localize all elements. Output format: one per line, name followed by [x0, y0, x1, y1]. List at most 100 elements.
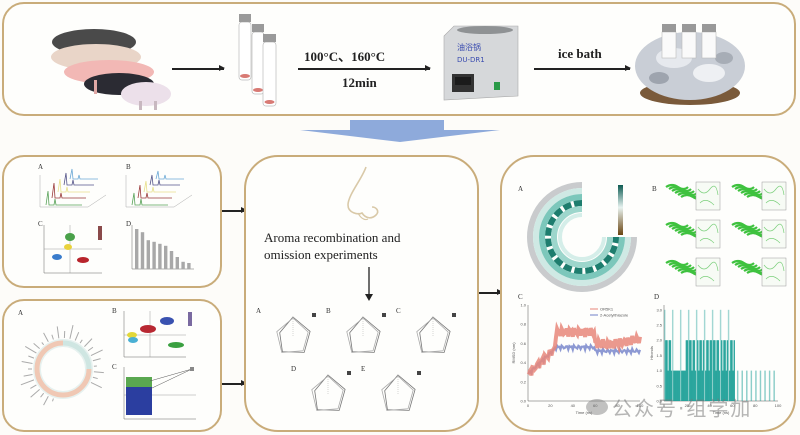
hbond-bar — [702, 340, 705, 401]
radar-series — [346, 317, 379, 353]
radar-series — [349, 316, 381, 353]
hbond-bar — [703, 309, 706, 401]
protein-structure — [731, 219, 787, 249]
hbond-bar — [724, 340, 726, 401]
arrow-2-heating — [298, 65, 431, 71]
hbond-bar — [664, 309, 666, 401]
hbond-bar — [666, 340, 668, 401]
y-tick-label: 0.8 — [520, 322, 526, 327]
spoke — [69, 325, 74, 339]
spoke — [43, 396, 49, 406]
y-tick-label: 2.0 — [656, 338, 662, 343]
hbond-bar — [678, 370, 681, 401]
hbond-bar — [677, 370, 680, 401]
figure-label-c: C — [38, 220, 43, 228]
y-tick-label: 1.0 — [656, 368, 662, 373]
pca-scatter-c — [43, 225, 102, 274]
hbond-bar — [721, 340, 723, 401]
figure-label-b: B — [652, 185, 657, 193]
wechat-icon — [586, 399, 608, 415]
hbond-bar — [719, 309, 722, 401]
hbond-bar — [691, 370, 693, 401]
hbond-bar — [681, 370, 683, 401]
key-odorants-panel: A B C — [2, 299, 222, 432]
spoke — [20, 379, 35, 386]
spoke — [41, 342, 45, 346]
bar — [164, 245, 168, 269]
spoke — [43, 332, 49, 342]
docking-structures-b — [662, 179, 792, 291]
hbond-bar — [741, 370, 743, 401]
radar-label: E — [361, 365, 366, 373]
hbond-bar — [726, 340, 729, 401]
legend-entry: OR5K1 — [600, 307, 614, 312]
down-arrow-icon — [300, 120, 500, 142]
hbond-bar — [693, 340, 696, 401]
watermark-text: 公众号·组学加 — [612, 396, 753, 421]
hbond-bar — [773, 370, 775, 401]
arrow-1 — [172, 65, 225, 71]
spoke — [74, 332, 80, 341]
bar — [135, 229, 139, 269]
hbond-bar — [683, 370, 685, 401]
series-or5k1 — [526, 321, 642, 376]
hbond-bar — [700, 340, 702, 401]
x-tick-label: 0 — [663, 403, 666, 408]
spoke — [24, 346, 37, 354]
y-tick-label: 0.2 — [520, 379, 526, 384]
y-tick-label: 0.4 — [520, 360, 526, 365]
spoke — [51, 334, 54, 340]
hbond-bar — [685, 340, 688, 401]
hbond-bar — [676, 370, 678, 401]
hbond-bar — [684, 370, 686, 401]
radar-label: A — [256, 307, 262, 315]
x-tick-label: 80 — [753, 403, 758, 408]
y-axis-label: Hbonds — [649, 346, 654, 360]
spoke — [30, 389, 40, 398]
hbond-bar — [736, 370, 739, 401]
x-tick-label: 80 — [615, 403, 620, 408]
x-tick-label: 0 — [527, 403, 530, 408]
hbond-bar — [711, 309, 714, 401]
hbond-bar — [764, 370, 766, 401]
spoke — [40, 392, 45, 398]
x-tick-label: 100 — [637, 403, 644, 408]
radar-series — [276, 317, 309, 353]
arrow-left-top-to-center — [222, 207, 247, 213]
hbond-bar — [706, 340, 708, 401]
legend-entry: 2-Acetylthiazole — [600, 313, 629, 318]
temperature-label: 100°C、160°C — [304, 49, 386, 64]
hbond-bar — [667, 370, 669, 401]
y-tick-label: 2.5 — [656, 323, 662, 328]
spoke — [21, 361, 33, 364]
figure-label-a: A — [38, 163, 44, 171]
hbond-bar — [673, 370, 675, 401]
figure-label-d: D — [654, 293, 660, 301]
radar-label: C — [396, 307, 401, 315]
hbond-bar — [714, 340, 716, 401]
hbond-bar — [665, 340, 667, 401]
figure-label-c: C — [112, 363, 117, 371]
chromatogram-b — [125, 170, 193, 208]
circular-plot-a — [20, 325, 104, 406]
spoke — [93, 371, 104, 374]
hbond-bar — [725, 370, 727, 401]
protein-structure — [731, 181, 787, 211]
spoke — [92, 358, 101, 362]
hbond-bar — [768, 370, 771, 401]
hbond-bar — [701, 370, 704, 401]
protein-structure — [665, 219, 721, 249]
sample-vials-image — [238, 14, 277, 107]
hbond-bar — [671, 309, 674, 401]
hbond-bar — [692, 340, 694, 401]
hbond-bar — [710, 340, 713, 401]
hbond-bar — [717, 340, 720, 401]
hbond-bar — [718, 370, 721, 401]
spoke — [84, 338, 93, 347]
hbond-bar — [732, 370, 734, 401]
hbond-bar — [669, 340, 672, 401]
radar-series — [314, 374, 346, 411]
aroma-recombination-panel: Aroma recombination and omission experim… — [244, 155, 479, 432]
